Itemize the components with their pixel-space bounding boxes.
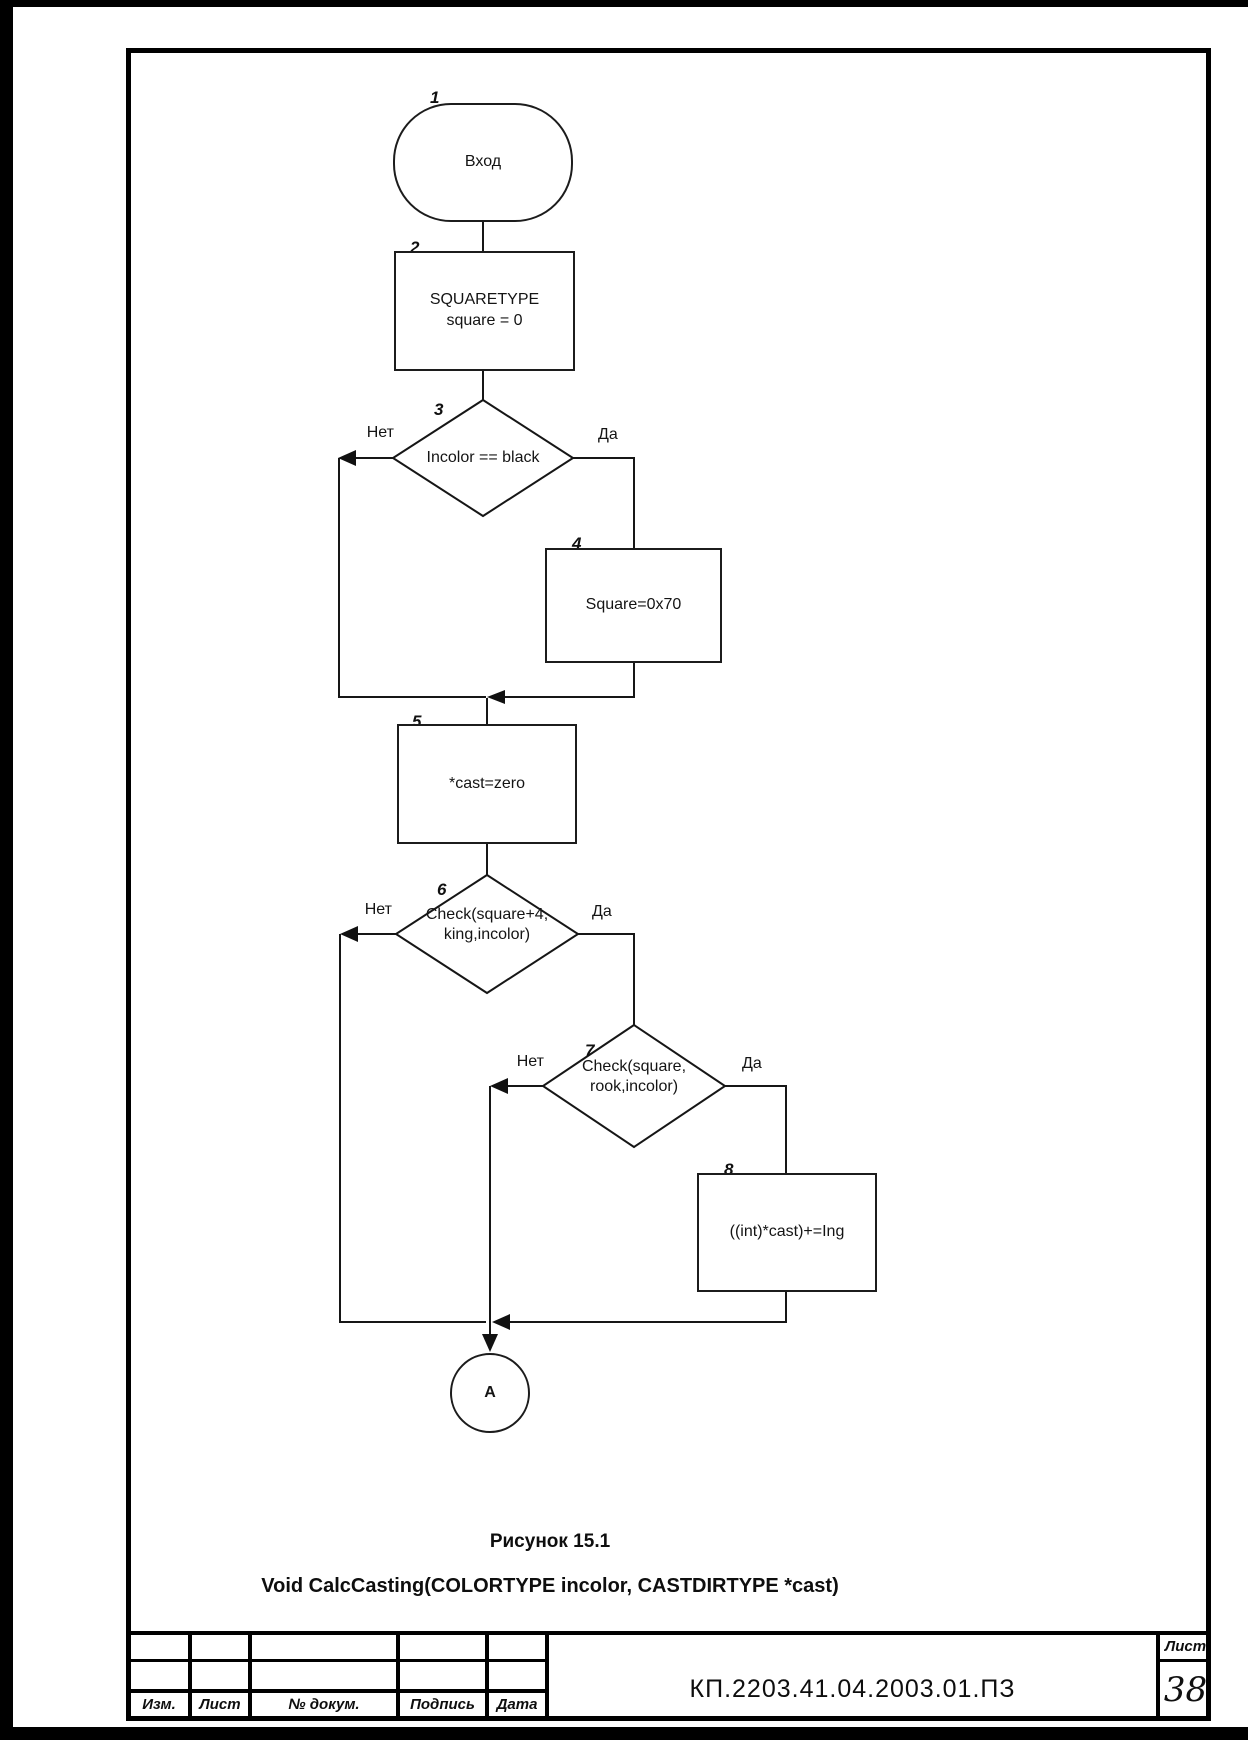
titleblock-col-list: Лист — [199, 1696, 241, 1713]
arrowhead-merge-box5 — [487, 690, 505, 704]
process-box-cast: *cast=zero — [397, 724, 577, 844]
arrowhead-left-6 — [340, 926, 358, 942]
titleblock-row-line-2 — [126, 1689, 549, 1693]
titleblock-top-line — [126, 1631, 1211, 1635]
process-box-declare: SQUARETYPE square = 0 — [394, 251, 575, 371]
titleblock-col-line-1 — [188, 1631, 192, 1721]
titleblock-col-izm: Изм. — [142, 1696, 176, 1713]
yes-branch-6 — [578, 933, 635, 1027]
decision-diamond-7 — [541, 1023, 727, 1149]
titleblock-col-line-2 — [248, 1631, 252, 1721]
decision-6-line2: king,incolor) — [443, 926, 531, 943]
connector-circle-a: A — [450, 1353, 530, 1433]
node-number-2: 2 — [410, 238, 420, 257]
decision-7-line1: Check(square, — [581, 1058, 687, 1075]
set-square-label: Square=0x70 — [585, 596, 682, 614]
titleblock-col-line-3 — [396, 1631, 400, 1721]
no-branch-6-down — [339, 934, 486, 1323]
decision-diamond-3 — [391, 398, 575, 518]
process-box-addcast: ((int)*cast)+=Ing — [697, 1173, 877, 1292]
yes-label-3: Да — [598, 426, 618, 443]
zero-cast-label: *cast=zero — [448, 774, 526, 792]
no-label-7: Нет — [516, 1053, 544, 1070]
arrowhead-down-connector — [482, 1334, 498, 1352]
decision-7-label: Check(square, rook,incolor) — [544, 1047, 724, 1107]
start-terminal: Вход — [393, 103, 573, 222]
yes-branch-7 — [725, 1085, 787, 1175]
connector-box8-merge — [510, 1292, 787, 1323]
node-number-5: 5 — [412, 712, 422, 731]
titleblock-col-line-4 — [485, 1631, 489, 1721]
page-frame — [126, 48, 1211, 1721]
add-cast-label: ((int)*cast)+=Ing — [729, 1223, 845, 1241]
node-number-8: 8 — [724, 1160, 734, 1179]
arrowhead-left-3 — [338, 450, 356, 466]
start-terminal-label: Вход — [464, 153, 502, 171]
declare-line2: square = 0 — [446, 312, 523, 329]
decision-diamond-6 — [394, 873, 580, 995]
yes-branch-3 — [573, 457, 635, 550]
node-number-4: 4 — [572, 534, 582, 553]
titleblock-sheet-line — [1156, 1659, 1211, 1662]
no-label-6: Нет — [364, 901, 392, 918]
doc-number-cell: КП.2203.41.04.2003.01.ПЗ — [689, 1674, 1016, 1703]
node-number-7: 7 — [585, 1041, 595, 1060]
titleblock-col-line-6 — [1156, 1631, 1160, 1721]
process-box-square: Square=0x70 — [545, 548, 722, 663]
no-branch-3-down — [338, 458, 486, 698]
scan-edge-left — [0, 0, 13, 1740]
arrowhead-left-7 — [490, 1078, 508, 1094]
node-number-1: 1 — [430, 88, 440, 107]
decision-6-label: Check(square+4, king,incolor) — [397, 895, 577, 955]
yes-label-6: Да — [592, 903, 612, 920]
connector-box4-merge — [504, 662, 635, 698]
titleblock-row-line-1 — [126, 1659, 549, 1662]
figure-caption: Рисунок 15.1 — [489, 1531, 611, 1552]
connector-a-label: A — [484, 1383, 496, 1401]
arrowhead-merge-bottom — [492, 1314, 510, 1330]
decision-7-line2: rook,incolor) — [589, 1078, 679, 1095]
titleblock-col-docnum: № докум. — [288, 1696, 360, 1713]
scan-edge-bottom — [0, 1727, 1248, 1740]
titleblock-col-podpis: Подпись — [410, 1696, 475, 1713]
node-number-3: 3 — [434, 400, 444, 419]
decision-3-label: Incolor == black — [393, 444, 573, 472]
node-number-6: 6 — [437, 880, 447, 899]
sheet-number: 38 — [1163, 1670, 1208, 1710]
no-label-3: Нет — [366, 424, 394, 441]
titleblock-col-data: Дата — [496, 1696, 538, 1713]
declare-line1: SQUARETYPE — [429, 291, 540, 309]
sheet-label: Лист — [1164, 1638, 1207, 1655]
decision-3-text: Incolor == black — [426, 449, 540, 466]
decision-6-line1: Check(square+4, — [425, 906, 549, 923]
figure-signature: Void CalcCasting(COLORTYPE incolor, CAST… — [261, 1575, 839, 1597]
titleblock-col-line-5 — [545, 1631, 549, 1721]
yes-label-7: Да — [742, 1055, 762, 1072]
scan-edge-top — [0, 0, 1248, 7]
